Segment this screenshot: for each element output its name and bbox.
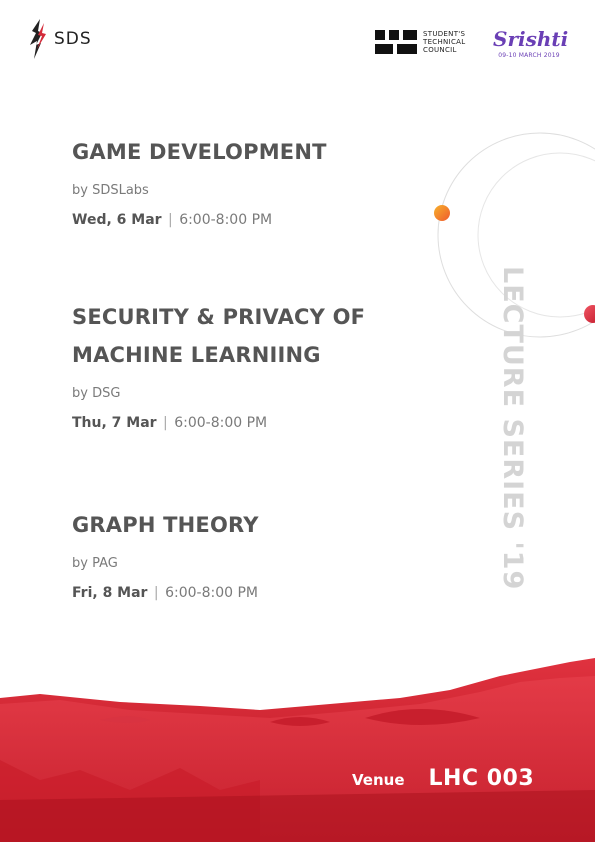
stc-line-1: STUDENT'S [423, 30, 466, 38]
outer-orbit-ring [437, 132, 595, 338]
event-time: 6:00-8:00 PM [174, 415, 268, 431]
stc-line-2: TECHNICAL [423, 38, 466, 46]
srishti-logo: Srishti 09-10 MARCH 2019 [493, 27, 569, 59]
event-day: Fri, 8 Mar [72, 585, 148, 601]
event-day: Thu, 7 Mar [72, 415, 157, 431]
sds-logo-text: SDS [54, 29, 92, 49]
event-time: 6:00-8:00 PM [165, 585, 258, 601]
sds-logo: SDS [28, 19, 92, 59]
event-title-line: MACHINE LEARNIING [72, 343, 321, 367]
stc-logo-text: STUDENT'S TECHNICAL COUNCIL [423, 30, 465, 54]
series-title: LECTURE SERIES '19 [497, 266, 528, 591]
event-item-1: GAME DEVELOPMENT by SDSLabs Wed, 6 Mar |… [72, 133, 402, 228]
red-orbit-dot [584, 305, 595, 323]
event-separator: | [163, 415, 168, 431]
srishti-wordmark: Srishti [493, 27, 569, 51]
header: SDS STUDENT'S TECHNICAL COUNCIL Srishti … [0, 0, 595, 80]
event-schedule: Fri, 8 Mar | 6:00-8:00 PM [72, 585, 402, 601]
red-landscape-footer [0, 658, 595, 842]
stc-line-3: COUNCIL [423, 46, 457, 54]
event-organizer: by DSG [72, 386, 121, 401]
sds-flame-icon [30, 19, 46, 59]
event-item-3: GRAPH THEORY by PAG Fri, 8 Mar | 6:00-8:… [72, 506, 402, 601]
event-organizer: by PAG [72, 556, 118, 571]
event-title: GAME DEVELOPMENT [72, 133, 402, 171]
stc-logo: STUDENT'S TECHNICAL COUNCIL [375, 30, 465, 54]
event-title-line: SECURITY & PRIVACY OF [72, 305, 366, 329]
event-separator: | [168, 212, 173, 228]
event-time: 6:00-8:00 PM [179, 212, 273, 228]
event-separator: | [153, 585, 159, 601]
orange-orbit-dot [434, 205, 450, 221]
event-title: SECURITY & PRIVACY OF MACHINE LEARNIING [72, 298, 402, 374]
venue-value: LHC 003 [428, 766, 535, 791]
event-organizer: by SDSLabs [72, 183, 149, 198]
inner-orbit-ring [477, 152, 595, 318]
event-title: GRAPH THEORY [72, 506, 402, 544]
venue-block: Venue LHC 003 [352, 766, 534, 791]
event-schedule: Thu, 7 Mar | 6:00-8:00 PM [72, 415, 402, 431]
stc-mark-icon [375, 30, 417, 54]
srishti-date: 09-10 MARCH 2019 [498, 52, 560, 59]
event-title-line: GAME DEVELOPMENT [72, 140, 327, 164]
event-item-2: SECURITY & PRIVACY OF MACHINE LEARNIING … [72, 298, 402, 431]
venue-label: Venue [352, 771, 405, 789]
event-day: Wed, 6 Mar [72, 212, 162, 228]
event-schedule: Wed, 6 Mar | 6:00-8:00 PM [72, 212, 402, 228]
event-title-line: GRAPH THEORY [72, 513, 259, 537]
